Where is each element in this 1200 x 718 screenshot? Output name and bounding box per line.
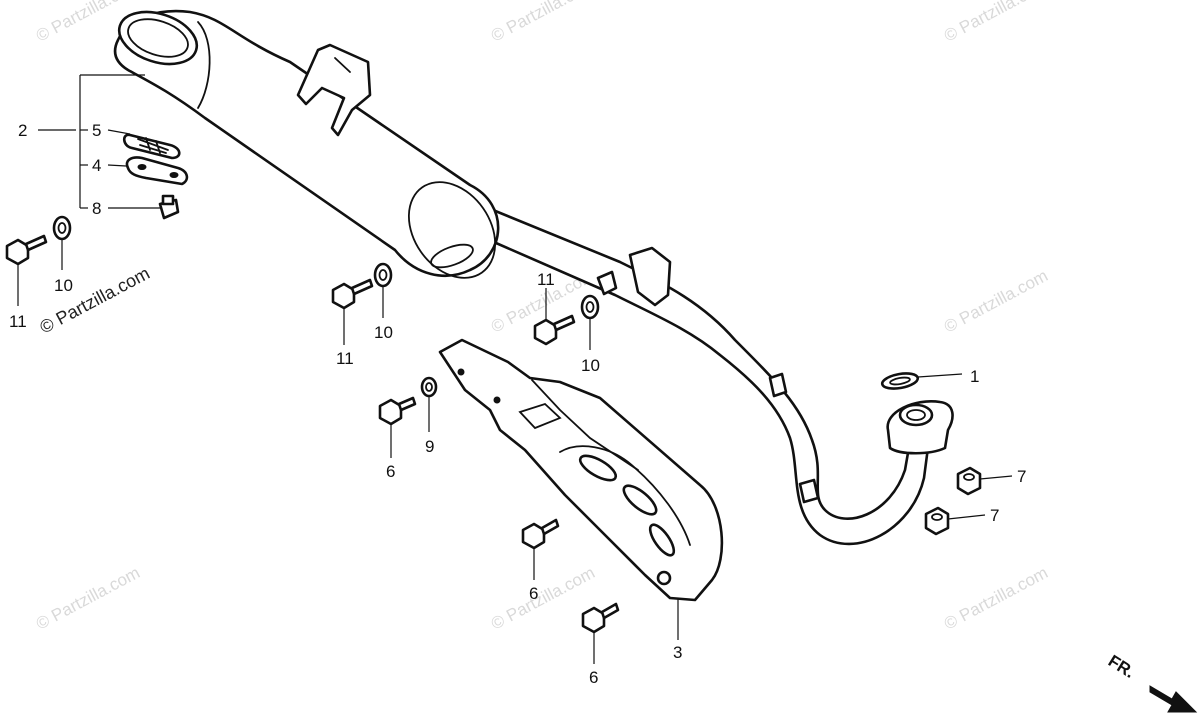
callout-6: 6	[386, 462, 395, 481]
spark-arrester-screen	[122, 133, 181, 160]
flange-bolt	[521, 518, 560, 550]
callout-5: 5	[92, 121, 101, 140]
watermark-dark: © Partzilla.com	[36, 263, 152, 338]
callout-4: 4	[92, 156, 101, 175]
callout-11: 11	[9, 312, 27, 331]
watermark: © Partzilla.com	[488, 563, 598, 634]
callout-10: 10	[54, 276, 73, 295]
flange-bolt	[581, 602, 620, 634]
flange-bolt	[331, 278, 374, 310]
callout-1: 1	[970, 367, 979, 386]
watermark: © Partzilla.com	[941, 266, 1051, 337]
drain-plug	[158, 194, 180, 220]
callout-9: 9	[425, 437, 434, 456]
washer	[52, 215, 72, 241]
callout-6: 6	[589, 668, 598, 687]
flange-nut	[924, 506, 950, 536]
callout-8: 8	[92, 199, 101, 218]
exhaust-flange	[886, 400, 954, 455]
flange-bolt	[533, 314, 576, 346]
flange-bolt	[5, 234, 48, 266]
washer	[373, 262, 393, 288]
flange-bolt	[378, 396, 417, 426]
leader-lines	[17, 74, 1013, 664]
watermark: © Partzilla.com	[33, 563, 143, 634]
front-direction-indicator: FR.	[1105, 651, 1198, 713]
callout-11: 11	[537, 270, 555, 289]
direction-label: FR.	[1105, 651, 1138, 682]
flange-nut	[956, 466, 982, 496]
washer	[420, 376, 438, 398]
callout-labels: 2 5 4 8 10 11 10 11 11 10 6 9 6 6 3 1 7 …	[9, 121, 1026, 687]
callout-6: 6	[529, 584, 538, 603]
heat-shield	[438, 338, 724, 602]
callout-7: 7	[990, 506, 999, 525]
watermark: © Partzilla.com	[941, 0, 1051, 46]
callout-10: 10	[374, 323, 393, 342]
callout-2: 2	[18, 121, 27, 140]
flange-gasket	[880, 372, 920, 390]
watermark: © Partzilla.com	[941, 563, 1051, 634]
exhaust-pipe	[478, 206, 932, 546]
callout-11: 11	[336, 349, 354, 368]
washer	[580, 294, 600, 320]
callout-7: 7	[1017, 467, 1026, 486]
callout-3: 3	[673, 643, 682, 662]
callout-10: 10	[581, 356, 600, 375]
muffler	[113, 9, 500, 279]
watermark: © Partzilla.com	[488, 0, 598, 46]
gasket-plate	[125, 156, 189, 186]
front-arrow-icon	[1149, 685, 1198, 713]
